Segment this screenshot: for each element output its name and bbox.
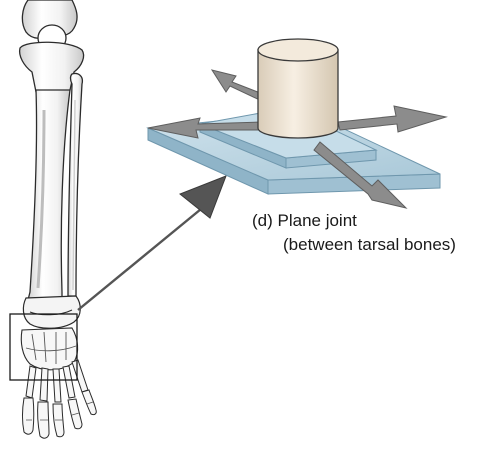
ankle-line [29, 309, 73, 316]
callout-arrow [77, 175, 227, 311]
tarsal-highlight-box [9, 313, 78, 381]
cylinder [257, 38, 339, 139]
phalanges [22, 389, 97, 439]
tibia-shade [36, 109, 46, 289]
movement-arrows-front [147, 117, 408, 209]
fibula-shade [72, 99, 76, 291]
tibia-shaft [27, 89, 71, 301]
ankle-bones [22, 295, 81, 329]
panel-subtitle: (between tarsal bones) [283, 235, 456, 254]
tibia-head [18, 41, 85, 93]
plane-joint-model [146, 38, 448, 209]
movement-arrows-rear [210, 69, 448, 133]
tarsal-lines [25, 331, 77, 364]
leg-bones-illustration [18, 0, 97, 439]
panel-label: (d) Plane joint [252, 211, 357, 230]
